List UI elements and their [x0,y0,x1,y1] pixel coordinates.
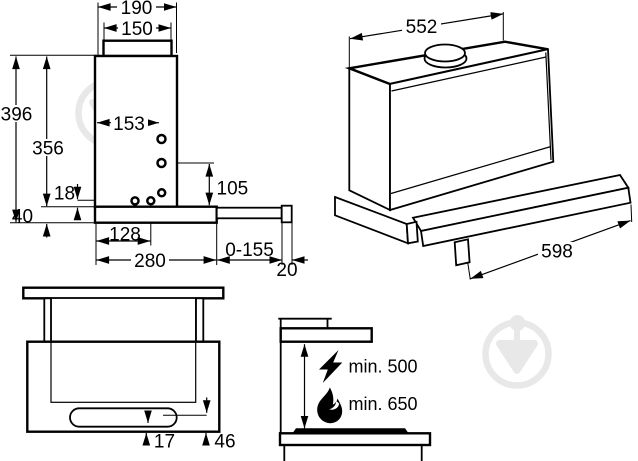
duct-collar [102,39,173,58]
lightning-icon [319,350,343,383]
hood-front-face [389,48,555,212]
dim-front-thickness: 20 [276,260,297,281]
dim-body-width: 552 [406,17,438,38]
dim-body-depth: 280 [134,251,166,272]
pullout-end-cap [453,238,471,267]
label-gas-clearance: min. 650 [349,394,418,414]
figure-side-view: 190 150 396 356 153 18 40 105 128 280 0-… [1,0,308,281]
dim-pullout-width: 598 [541,242,573,263]
hood-inner-outline [50,297,197,403]
flame-icon-highlight [329,401,340,410]
figure-perspective-view: 552 598 [334,12,633,280]
dim-hole-span: 128 [109,225,141,246]
telescopic-rail [215,206,283,220]
mounting-holes [130,133,167,206]
dim-chimney-height: 356 [32,139,64,160]
hood-left-face [348,66,391,212]
dim-lower-hole-height: 105 [217,179,249,200]
left-rail [43,297,52,343]
label-electric-clearance: min. 500 [349,356,418,376]
dim-body-height: 40 [12,207,33,228]
figure-front-view: 17 46 [22,286,236,453]
grip-slot [69,407,178,428]
dim-slot-bottom-offset: 17 [154,432,175,453]
dim-duct-width: 150 [121,19,153,40]
dim-pullout-range: 0-155 [225,240,274,261]
watermark-logo [486,315,549,386]
hood-profile [279,327,373,343]
hood-body [93,205,218,224]
flame-icon [317,387,343,424]
cabinet-box [26,340,221,433]
right-rail [195,297,205,343]
worktop [278,432,432,447]
base-slab-end [405,220,419,245]
dim-hole-offset: 153 [113,114,145,135]
dim-hole-gap: 18 [54,184,75,205]
cabinet-shelf [22,286,225,300]
dim-recess-height: 46 [214,432,235,453]
duct-outlet-rim [424,43,466,63]
figure-clearance-view: min. 500 min. 650 [278,317,432,461]
hob-surface [292,428,409,434]
dim-total-height: 396 [1,105,33,126]
dim-duct-cap-width: 190 [121,0,153,19]
front-panel-edge [280,204,293,224]
